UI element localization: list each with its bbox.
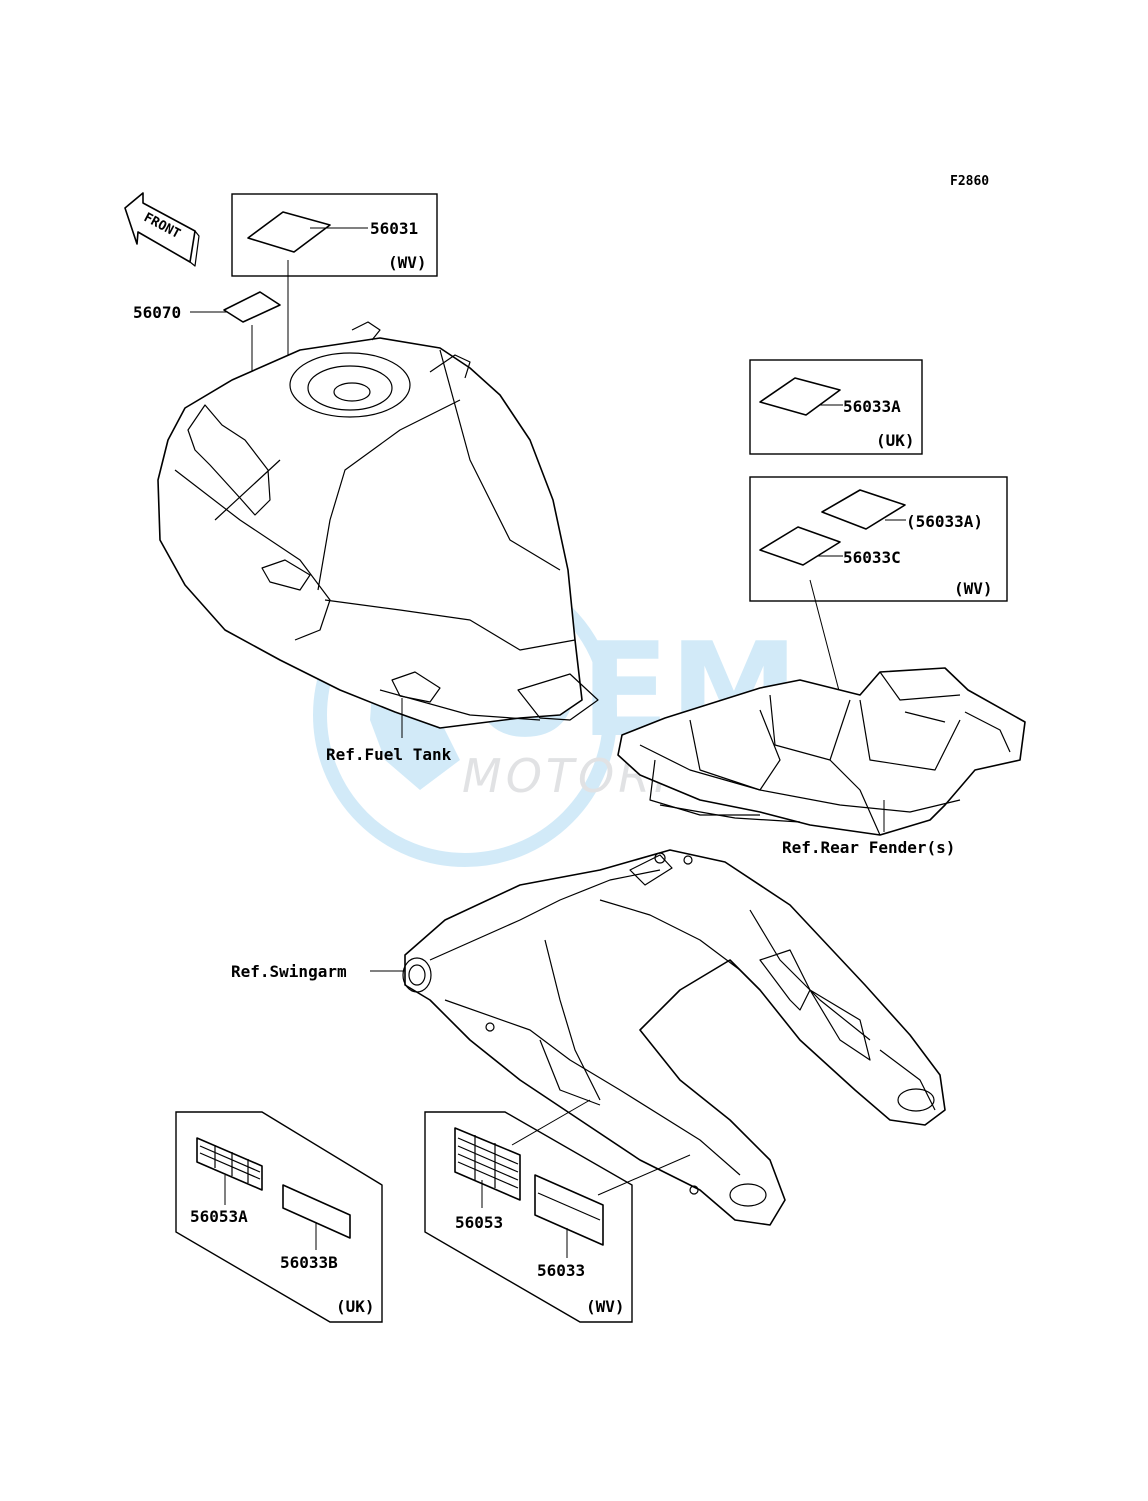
- box-56033a-uk: [749, 359, 923, 455]
- ref-swingarm: Ref.Swingarm: [231, 962, 347, 981]
- label-56031-shape: [247, 211, 331, 253]
- swingarm: [402, 849, 946, 1226]
- label-56070-shape: [223, 291, 281, 323]
- region-wv-3: (WV): [586, 1297, 625, 1316]
- label-56053a-shape: [196, 1137, 263, 1191]
- part-56033b: 56033B: [280, 1253, 338, 1272]
- part-56053: 56053: [455, 1213, 503, 1232]
- part-56070: 56070: [133, 303, 181, 322]
- box-wv-labels: [424, 1111, 633, 1323]
- part-56033a: 56033A: [843, 397, 901, 416]
- rear-fender: [617, 667, 1026, 836]
- front-arrow-icon: FRONT: [124, 192, 200, 267]
- label-56033c-shape: [759, 526, 841, 566]
- label-56033a-paren-shape: [821, 489, 906, 530]
- label-56033a-shape: [759, 377, 841, 416]
- box-56033c-wv: [749, 476, 1008, 602]
- label-56053-shape: [454, 1127, 521, 1201]
- ref-fuel-tank: Ref.Fuel Tank: [326, 745, 452, 764]
- part-56033c: 56033C: [843, 548, 901, 567]
- region-uk-2: (UK): [336, 1297, 375, 1316]
- label-56033-shape: [534, 1174, 604, 1246]
- part-56033a-paren: (56033A): [906, 512, 983, 531]
- box-uk-labels: [175, 1111, 383, 1323]
- region-wv-1: (WV): [388, 253, 427, 272]
- ref-rear-fender: Ref.Rear Fender(s): [782, 838, 955, 857]
- region-wv-2: (WV): [954, 579, 993, 598]
- figure-code: F2860: [950, 174, 989, 189]
- fuel-tank: [157, 321, 599, 729]
- box-56031-wv: [231, 193, 438, 277]
- label-56033b-shape: [282, 1184, 351, 1239]
- part-56053a: 56053A: [190, 1207, 248, 1226]
- part-56033: 56033: [537, 1261, 585, 1280]
- part-56031: 56031: [370, 219, 418, 238]
- region-uk-1: (UK): [876, 431, 915, 450]
